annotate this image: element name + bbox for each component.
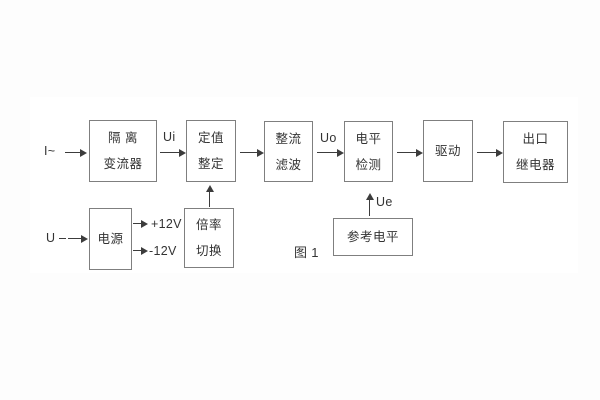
signal-ue-label: Ue xyxy=(376,195,393,209)
block-value-setting: 定值 整定 xyxy=(186,120,236,182)
arrow-uo xyxy=(317,148,344,157)
block-label-line: 参考电平 xyxy=(346,230,399,244)
arrow-minus12v xyxy=(133,246,148,255)
block-label-line: 检测 xyxy=(355,157,382,172)
arrow-setting-to-rectifier xyxy=(240,148,264,157)
block-label-line: 继电器 xyxy=(515,158,555,172)
arrow-input-voltage xyxy=(68,234,88,243)
input-current-label: I~ xyxy=(44,144,56,158)
block-label-line: 倍率 xyxy=(195,218,222,232)
block-level-detection: 电平 检测 xyxy=(344,121,393,182)
block-rectifier-filter: 整流 滤波 xyxy=(264,121,313,182)
signal-uo-label: Uo xyxy=(320,131,337,145)
signal-ui-label: Ui xyxy=(163,130,176,144)
arrow-input-current xyxy=(65,148,87,157)
block-label-line: 整定 xyxy=(197,157,224,171)
block-label-line: 电平 xyxy=(355,131,382,146)
arrow-ui xyxy=(160,148,186,157)
block-reference-level: 参考电平 xyxy=(333,218,413,256)
arrow-level-to-drive xyxy=(397,148,423,157)
block-label-line: 定值 xyxy=(197,131,224,145)
block-label-line: 驱动 xyxy=(434,144,461,158)
figure-caption: 图 1 xyxy=(294,245,319,260)
arrow-plus12v xyxy=(133,219,148,228)
block-ratio-switch: 倍率 切换 xyxy=(184,208,234,268)
block-power-supply: 电源 xyxy=(89,208,132,270)
block-label-line: 切换 xyxy=(195,244,222,258)
block-output-relay: 出口 继电器 xyxy=(503,121,568,183)
dash-input-voltage xyxy=(59,238,66,239)
arrow-ue xyxy=(365,193,374,216)
block-label-line: 出口 xyxy=(522,132,549,146)
block-label-line: 电源 xyxy=(97,232,124,246)
block-label-line: 变流器 xyxy=(103,157,143,171)
plus12v-label: +12V xyxy=(151,217,182,231)
block-label-line: 整流 xyxy=(275,131,302,146)
input-voltage-label: U xyxy=(46,231,56,245)
block-label-line: 滤波 xyxy=(275,157,302,172)
arrow-ratio-to-setting xyxy=(205,185,214,207)
minus12v-label: -12V xyxy=(149,244,177,258)
block-isolation-transformer: 隔 离 变流器 xyxy=(89,120,157,182)
arrow-drive-to-output xyxy=(477,148,503,157)
block-label-line: 隔 离 xyxy=(108,131,138,145)
block-drive: 驱动 xyxy=(423,120,473,182)
